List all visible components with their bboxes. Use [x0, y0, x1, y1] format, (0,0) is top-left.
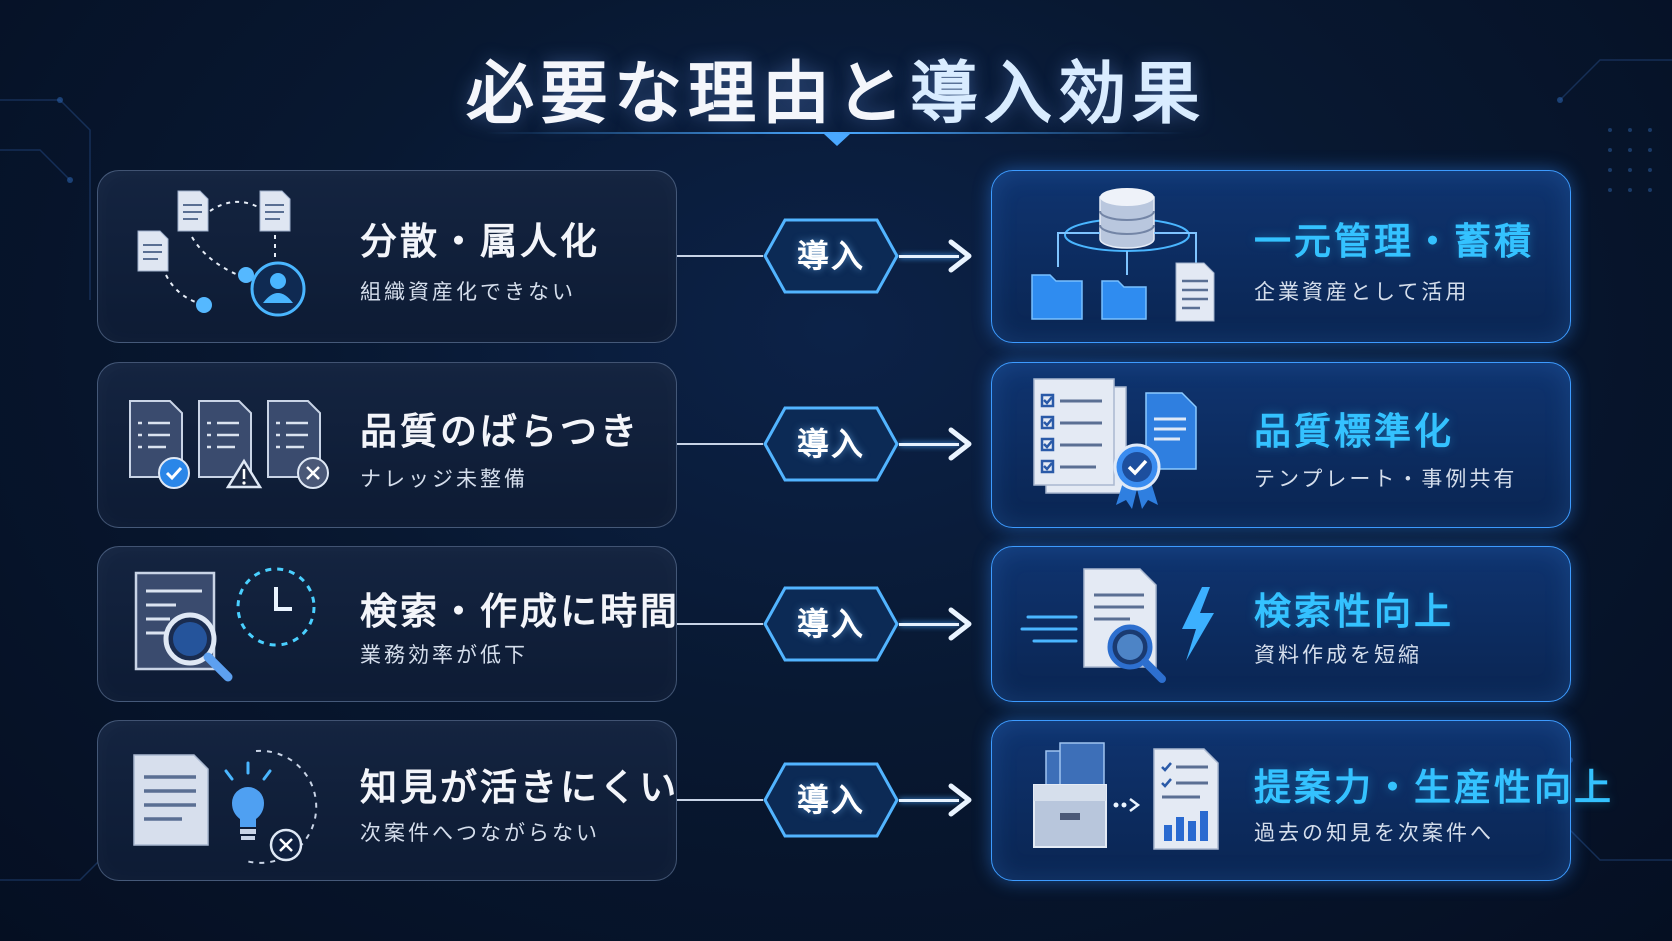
- effect-heading-3: 検索性向上: [1254, 590, 1454, 633]
- connector-line-glow: [899, 255, 959, 258]
- problem-sub-4: 次案件へつながらない: [360, 821, 600, 845]
- introduction-label-4: 導入: [796, 781, 865, 819]
- page-title-part1: 必要な理由と: [465, 54, 910, 134]
- connector-3: 導入: [677, 574, 991, 674]
- problem-sub-2: ナレッジ未整備: [360, 467, 528, 491]
- problem-heading-1: 分散・属人化: [360, 220, 600, 263]
- effect-sub-1: 企業資産として活用: [1254, 280, 1470, 304]
- connector-line: [677, 443, 763, 445]
- introduction-label-2: 導入: [796, 425, 865, 463]
- problem-card-4: 知見が活きにくい 次案件へつながらない: [97, 720, 677, 881]
- arrow-right-icon: [948, 607, 972, 641]
- effect-card-4: 提案力・生産性向上 過去の知見を次案件へ: [991, 720, 1611, 881]
- arrow-right-icon: [948, 239, 972, 273]
- connector-4: 導入: [677, 750, 991, 850]
- problem-card-3: 検索・作成に時間 業務効率が低下: [97, 546, 677, 702]
- problem-heading-4: 知見が活きにくい: [360, 766, 680, 809]
- hex-badge-icon: [763, 406, 899, 482]
- document-lightbulb-icon: [133, 749, 318, 864]
- checklist-documents-icon: [129, 400, 329, 489]
- connector-line-glow: [899, 799, 959, 802]
- problem-sub-1: 組織資産化できない: [360, 280, 576, 304]
- template-award-icon: [1033, 378, 1197, 509]
- introduction-label-3: 導入: [796, 605, 865, 643]
- fast-search-lightning-icon: [1020, 568, 1214, 683]
- search-document-clock-icon: [134, 567, 316, 682]
- problem-heading-2: 品質のばらつき: [360, 410, 640, 453]
- effect-sub-4: 過去の知見を次案件へ: [1254, 821, 1494, 845]
- title-area: 必要な理由と導入効果: [0, 38, 1672, 137]
- effect-sub-2: テンプレート・事例共有: [1254, 467, 1518, 491]
- effect-heading-1: 一元管理・蓄積: [1254, 220, 1534, 263]
- connector-line: [677, 623, 763, 625]
- page-title: 必要な理由と導入効果: [466, 38, 1206, 137]
- page-title-part2: 導入効果: [910, 54, 1207, 134]
- problem-sub-3: 業務効率が低下: [360, 643, 528, 667]
- title-underline: [486, 132, 1186, 134]
- connector-line-glow: [899, 623, 959, 626]
- scattered-documents-person-icon: [137, 190, 306, 317]
- hex-badge-icon: [763, 218, 899, 294]
- effect-sub-3: 資料作成を短縮: [1254, 643, 1422, 667]
- effect-heading-2: 品質標準化: [1254, 410, 1454, 453]
- connector-line: [677, 255, 763, 257]
- arrow-right-icon: [948, 427, 972, 461]
- database-folders-icon: [1031, 188, 1215, 322]
- introduction-label-1: 導入: [796, 237, 865, 275]
- hex-badge-icon: [763, 762, 899, 838]
- effect-heading-4: 提案力・生産性向上: [1254, 766, 1614, 809]
- effect-card-1: 一元管理・蓄積 企業資産として活用: [991, 170, 1571, 343]
- problem-card-2: 品質のばらつき ナレッジ未整備: [97, 362, 677, 528]
- connector-line: [677, 799, 763, 801]
- effect-card-2: 品質標準化 テンプレート・事例共有: [991, 362, 1571, 528]
- connector-2: 導入: [677, 394, 991, 494]
- title-pointer-icon: [824, 134, 850, 146]
- connector-line-glow: [899, 443, 959, 446]
- connector-1: 導入: [677, 206, 991, 306]
- problem-card-1: 分散・属人化 組織資産化できない: [97, 170, 677, 343]
- problem-heading-3: 検索・作成に時間: [360, 590, 680, 633]
- effect-card-3: 検索性向上 資料作成を短縮: [991, 546, 1571, 702]
- archive-to-report-icon: [1033, 742, 1219, 850]
- hex-badge-icon: [763, 586, 899, 662]
- arrow-right-icon: [948, 783, 972, 817]
